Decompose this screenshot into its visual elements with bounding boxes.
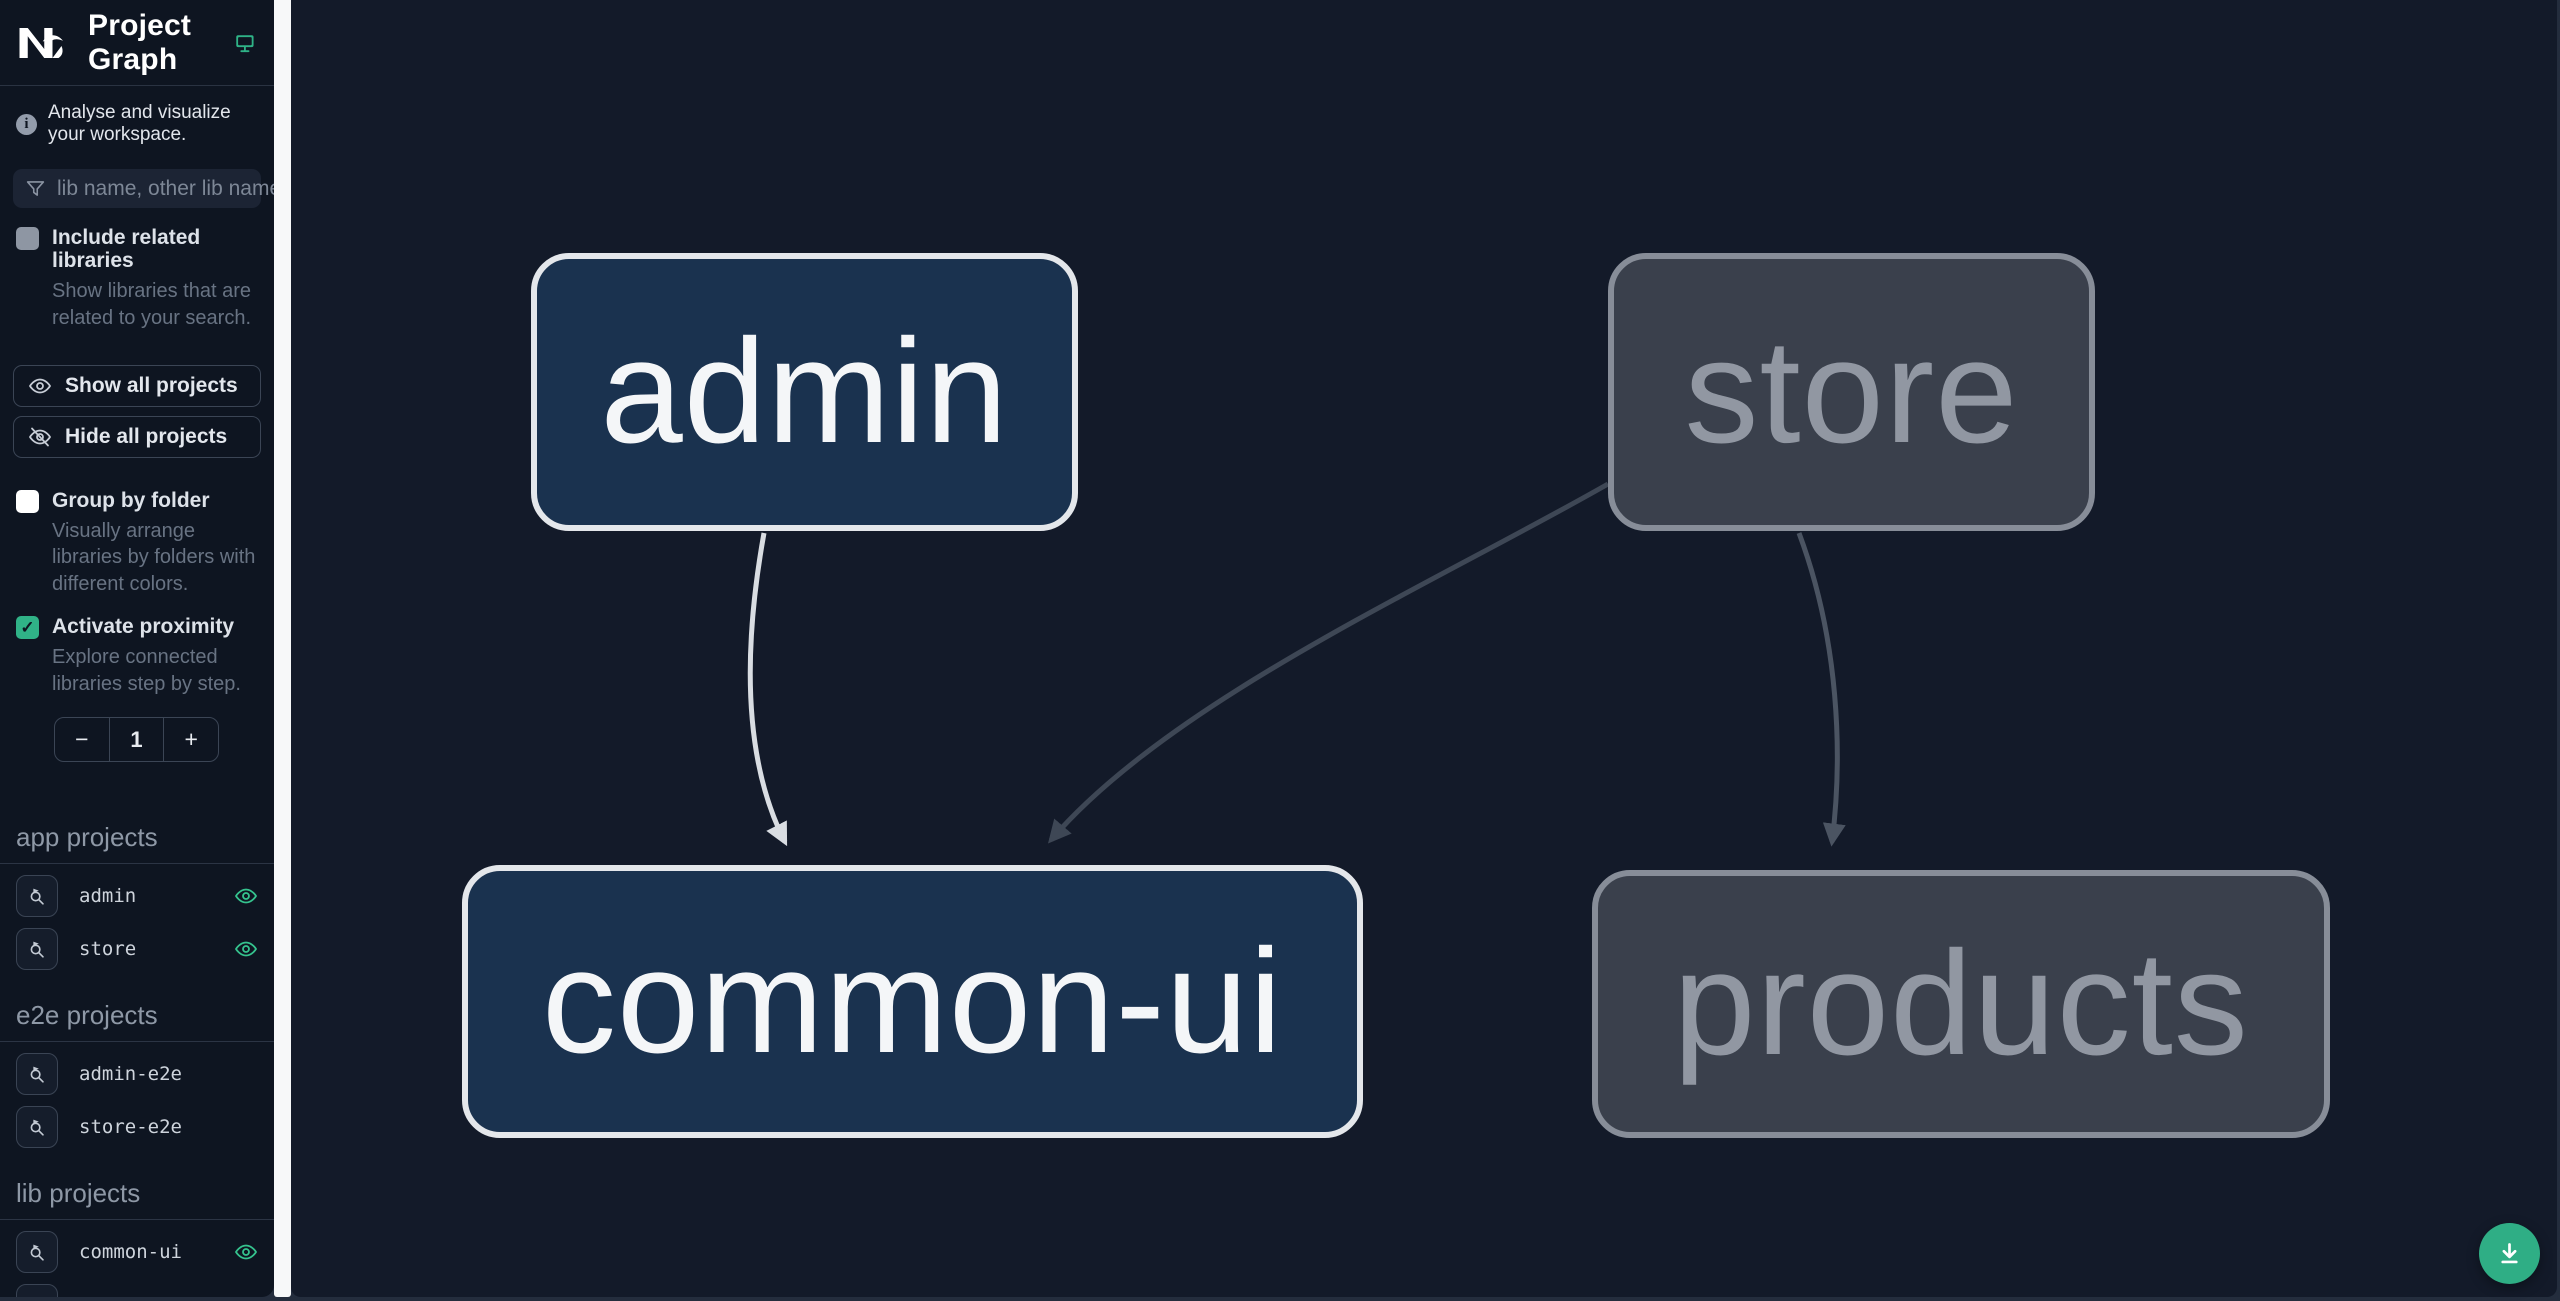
list-item-common-ui: common-ui xyxy=(0,1231,274,1274)
toggle-visibility-eye-icon[interactable] xyxy=(234,884,258,908)
funnel-icon xyxy=(26,181,45,196)
download-icon xyxy=(2501,1243,2518,1264)
eye-off-icon xyxy=(29,427,51,447)
edge-store-to-products xyxy=(1796,532,1846,847)
workspace-tagline: i Analyse and visualize your workspace. xyxy=(16,102,258,146)
show-all-projects-button[interactable]: Show all projects xyxy=(13,364,261,407)
edge-store-to-common-ui xyxy=(1048,481,1610,844)
focus-project-button[interactable] xyxy=(16,1053,58,1096)
eye-icon xyxy=(29,378,51,394)
include-related-row: Include related libraries Show libraries… xyxy=(0,226,274,331)
list-item-admin: admin xyxy=(0,875,274,918)
section-app-projects: app projects admin xyxy=(0,822,274,971)
toggle-visibility-eye-icon[interactable] xyxy=(234,1240,258,1264)
info-icon: i xyxy=(16,113,37,135)
project-name: products xyxy=(79,1294,171,1297)
group-by-folder-row: Group by folder Visually arrange librari… xyxy=(0,489,274,597)
focus-magnifier-icon xyxy=(30,888,44,905)
focus-magnifier-icon xyxy=(30,941,44,958)
project-name: admin xyxy=(79,885,137,908)
graph-canvas[interactable]: admin store common-ui products xyxy=(291,0,2557,1297)
toggle-visibility-eye-icon[interactable] xyxy=(234,1293,258,1297)
focus-magnifier-icon xyxy=(30,1244,44,1261)
focus-project-button[interactable] xyxy=(16,875,58,918)
section-title: e2e projects xyxy=(0,1000,274,1043)
edge-admin-to-common-ui xyxy=(747,532,788,847)
sidebar: Project Graph i Analyse and visualize yo… xyxy=(0,0,274,1297)
node-label: store xyxy=(1684,309,2019,474)
proximity-depth-stepper: − 1 + xyxy=(54,717,219,763)
include-related-label: Include related libraries xyxy=(52,226,201,273)
focus-project-button[interactable] xyxy=(16,1284,58,1297)
activate-proximity-row: ✓ Activate proximity Explore connected l… xyxy=(0,615,274,697)
increment-button[interactable]: + xyxy=(164,718,218,761)
section-e2e-projects: e2e projects admin-e2e xyxy=(0,1000,274,1149)
list-item-store-e2e: store-e2e xyxy=(0,1106,274,1149)
group-by-folder-label: Group by folder xyxy=(52,488,210,512)
decrement-button[interactable]: − xyxy=(55,718,109,761)
include-related-checkbox[interactable] xyxy=(16,227,39,250)
node-label: admin xyxy=(600,309,1009,474)
section-title: app projects xyxy=(0,822,274,865)
dependency-edges xyxy=(747,481,1846,847)
open-in-desktop-icon[interactable] xyxy=(234,28,256,58)
focus-magnifier-icon xyxy=(30,1119,44,1136)
page-title: Project Graph xyxy=(88,8,192,76)
filter-search-box xyxy=(13,169,274,208)
depth-value: 1 xyxy=(108,718,165,762)
focus-magnifier-icon xyxy=(30,1066,44,1083)
focus-magnifier-icon xyxy=(26,1294,48,1297)
list-item-admin-e2e: admin-e2e xyxy=(0,1053,274,1096)
hide-all-projects-button[interactable]: Hide all projects xyxy=(13,415,261,458)
list-item-store: store xyxy=(0,928,274,971)
group-by-folder-checkbox[interactable] xyxy=(16,489,39,513)
section-lib-projects: lib projects common-ui xyxy=(0,1178,274,1297)
group-by-folder-description: Visually arrange libraries by folders wi… xyxy=(52,520,256,595)
graph-node-admin[interactable]: admin xyxy=(531,253,1078,531)
project-name: admin-e2e xyxy=(79,1063,182,1086)
node-label: common-ui xyxy=(542,918,1283,1084)
project-name: store xyxy=(79,938,137,961)
nx-logo-icon xyxy=(19,27,63,58)
focus-project-button[interactable] xyxy=(16,1106,58,1149)
activate-proximity-checkbox[interactable]: ✓ xyxy=(16,616,39,640)
graph-node-products[interactable]: products xyxy=(1592,870,2330,1138)
focus-project-button[interactable] xyxy=(16,928,58,971)
section-title: lib projects xyxy=(0,1178,274,1221)
sidebar-resize-handle[interactable] xyxy=(274,0,291,1297)
include-related-description: Show libraries that are related to your … xyxy=(52,280,251,329)
sidebar-header: Project Graph xyxy=(0,0,274,86)
list-item-products: products xyxy=(0,1284,274,1297)
activate-proximity-label: Activate proximity xyxy=(52,615,235,639)
project-name: common-ui xyxy=(79,1241,182,1264)
node-label: products xyxy=(1673,921,2249,1086)
download-graph-button[interactable] xyxy=(2479,1223,2540,1284)
toggle-visibility-eye-icon[interactable] xyxy=(234,937,258,961)
search-input[interactable] xyxy=(57,176,274,201)
graph-node-common-ui[interactable]: common-ui xyxy=(462,865,1363,1138)
activate-proximity-description: Explore connected libraries step by step… xyxy=(52,646,241,695)
focus-project-button[interactable] xyxy=(16,1231,58,1274)
project-name: store-e2e xyxy=(79,1116,182,1139)
graph-node-store[interactable]: store xyxy=(1608,253,2095,531)
